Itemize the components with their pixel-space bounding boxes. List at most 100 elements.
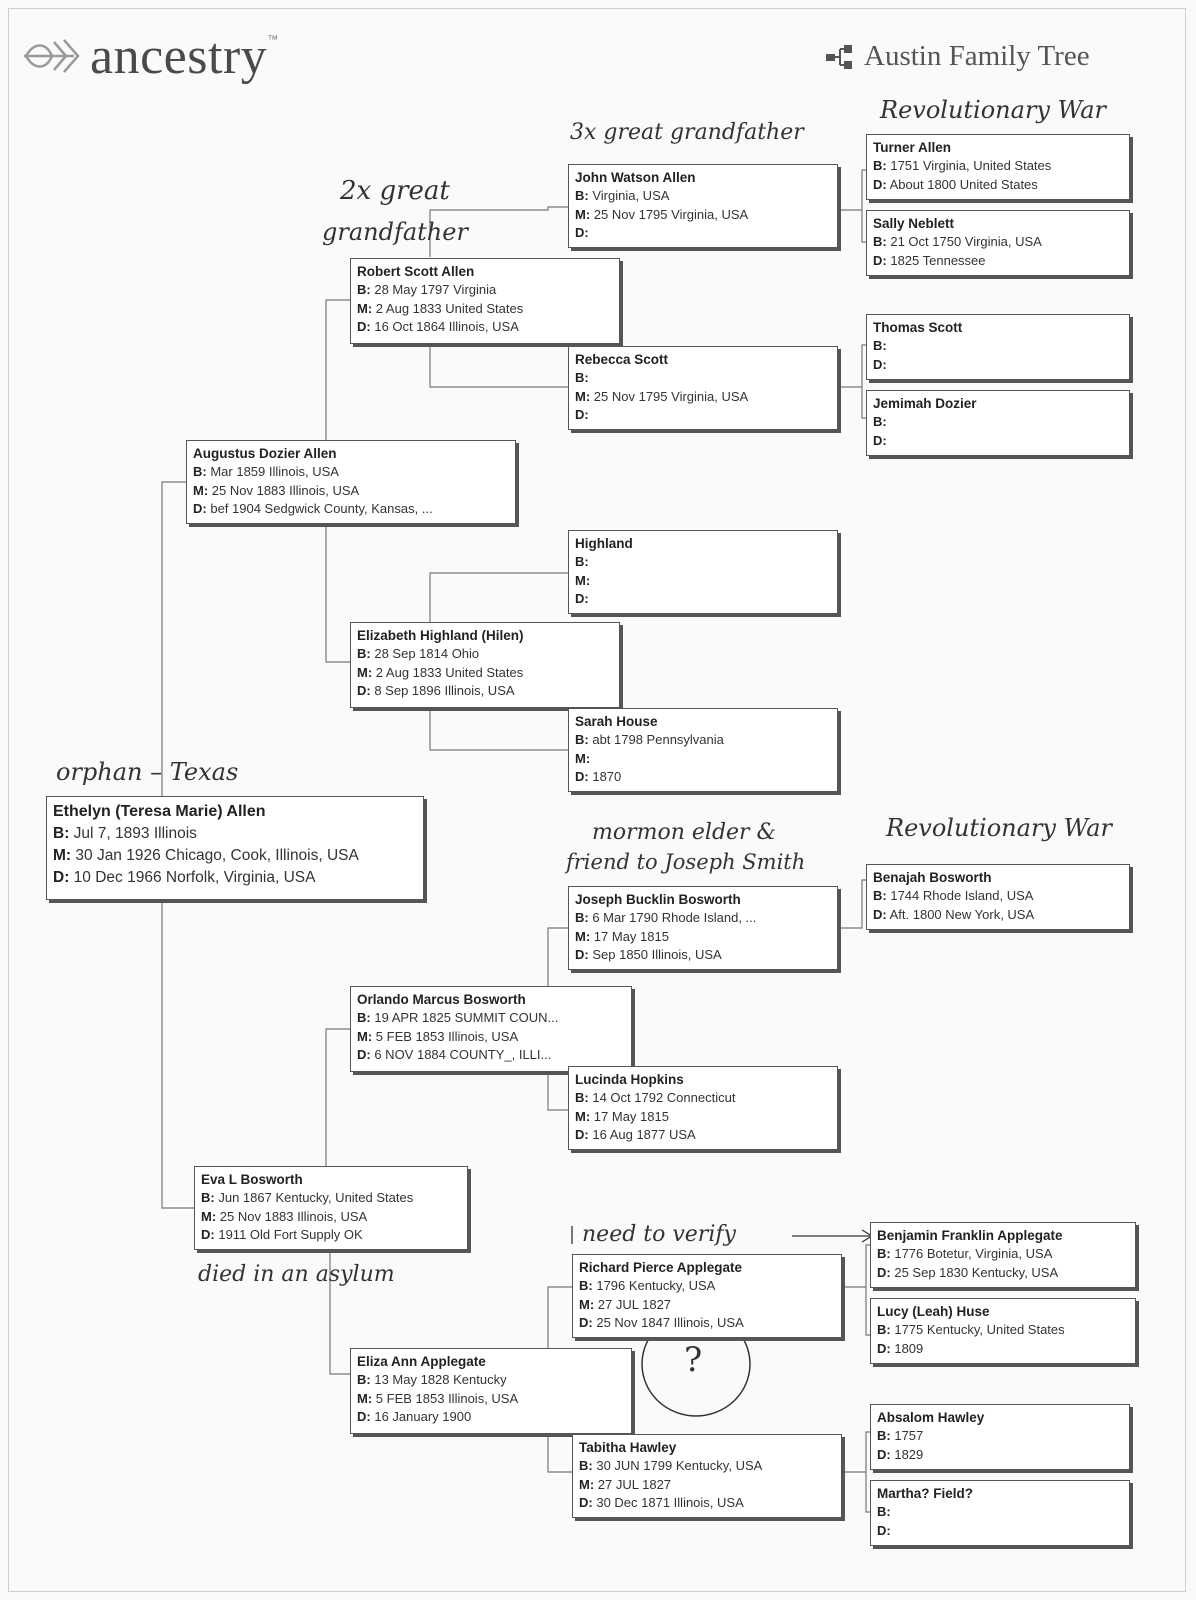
person-name: Ethelyn (Teresa Marie) Allen bbox=[53, 803, 266, 820]
birth-value: 14 Oct 1792 Connecticut bbox=[592, 1090, 736, 1105]
death-value: Aft. 1800 New York, USA bbox=[889, 906, 1035, 922]
death-value: 16 January 1900 bbox=[374, 1409, 472, 1424]
person-card-eva[interactable]: Eva L Bosworth B: Jun 1867 Kentucky, Uni… bbox=[194, 1166, 468, 1250]
birth-value: 13 May 1828 Kentucky bbox=[374, 1372, 507, 1387]
ancestry-logo: ancestry ™ bbox=[22, 26, 278, 86]
person-card-ethelyn[interactable]: Ethelyn (Teresa Marie) Allen B: Jul 7, 1… bbox=[46, 796, 424, 900]
person-card-benajah[interactable]: Benajah Bosworth B: 1744 Rhode Island, U… bbox=[866, 864, 1130, 930]
marriage-value: 17 May 1815 bbox=[593, 928, 669, 944]
death-value: 30 Dec 1871 Illinois, USA bbox=[596, 1495, 744, 1510]
note-revolutionary-war-top: Revolutionary War bbox=[880, 96, 1106, 124]
person-card-highland[interactable]: Highland B: M: D: bbox=[568, 530, 838, 614]
leaf-icon bbox=[24, 39, 80, 73]
birth-value: 28 Sep 1814 Ohio bbox=[374, 646, 480, 661]
death-value: 16 Aug 1877 USA bbox=[592, 1127, 696, 1142]
birth-value: 28 May 1797 Virginia bbox=[374, 282, 497, 297]
person-name: John Watson Allen bbox=[575, 170, 696, 185]
birth-value: 21 Oct 1750 Virginia, USA bbox=[890, 234, 1042, 249]
death-value: bef 1904 Sedgwick County, Kansas, ... bbox=[210, 501, 433, 516]
marriage-value: 2 Aug 1833 United States bbox=[375, 300, 524, 316]
person-card-sarah[interactable]: Sarah House B: abt 1798 Pennsylvania M: … bbox=[568, 708, 838, 792]
note-question-mark: ? bbox=[684, 1340, 703, 1380]
marriage-value: 17 May 1815 bbox=[593, 1108, 669, 1124]
person-name: Sally Neblett bbox=[873, 216, 955, 231]
marriage-value: 2 Aug 1833 United States bbox=[375, 664, 524, 680]
person-name: Martha? Field? bbox=[877, 1486, 974, 1501]
logo-text: ancestry bbox=[90, 27, 268, 85]
death-value: Sep 1850 Illinois, USA bbox=[592, 947, 722, 962]
birth-value: 19 APR 1825 SUMMIT COUN... bbox=[374, 1010, 559, 1025]
person-card-lucy[interactable]: Lucy (Leah) Huse B: 1775 Kentucky, Unite… bbox=[870, 1298, 1136, 1364]
person-name: Richard Pierce Applegate bbox=[579, 1260, 743, 1275]
person-card-augustus[interactable]: Augustus Dozier Allen B: Mar 1859 Illino… bbox=[186, 440, 516, 524]
person-card-john[interactable]: John Watson Allen B: Virginia, USA M: 25… bbox=[568, 164, 838, 248]
person-name: Eliza Ann Applegate bbox=[357, 1354, 486, 1369]
person-name: Thomas Scott bbox=[873, 320, 963, 335]
birth-value: Mar 1859 Illinois, USA bbox=[210, 464, 339, 479]
birth-value: abt 1798 Pennsylvania bbox=[592, 732, 724, 747]
person-card-thomas[interactable]: Thomas Scott B: D: bbox=[866, 314, 1130, 380]
birth-value: 30 JUN 1799 Kentucky, USA bbox=[596, 1458, 763, 1473]
marriage-value: 5 FEB 1853 Illinois, USA bbox=[375, 1390, 519, 1406]
person-card-robert[interactable]: Robert Scott Allen B: 28 May 1797 Virgin… bbox=[350, 258, 620, 344]
death-value: 6 NOV 1884 COUNTY_, ILLI... bbox=[374, 1047, 552, 1062]
person-card-elizabeth[interactable]: Elizabeth Highland (Hilen) B: 28 Sep 181… bbox=[350, 622, 620, 708]
birth-value: 1776 Botetur, Virginia, USA bbox=[894, 1246, 1053, 1261]
birth-value: Virginia, USA bbox=[592, 188, 670, 203]
person-name: Robert Scott Allen bbox=[357, 264, 475, 279]
person-card-absalom[interactable]: Absalom Hawley B: 1757 D: 1829 bbox=[870, 1404, 1130, 1470]
person-name: Eva L Bosworth bbox=[201, 1172, 303, 1187]
person-name: Jemimah Dozier bbox=[873, 396, 977, 411]
note-2x-great-line2: grandfather bbox=[322, 218, 468, 246]
birth-value: 1751 Virginia, United States bbox=[890, 158, 1052, 173]
person-name: Sarah House bbox=[575, 714, 658, 729]
person-card-sally[interactable]: Sally Neblett B: 21 Oct 1750 Virginia, U… bbox=[866, 210, 1130, 276]
birth-value: 6 Mar 1790 Rhode Island, ... bbox=[592, 910, 757, 925]
person-card-lucinda[interactable]: Lucinda Hopkins B: 14 Oct 1792 Connectic… bbox=[568, 1066, 838, 1150]
person-name: Rebecca Scott bbox=[575, 352, 669, 367]
birth-value: Jun 1867 Kentucky, United States bbox=[218, 1190, 414, 1205]
marriage-value: 27 JUL 1827 bbox=[597, 1476, 672, 1492]
birth-value: 1796 Kentucky, USA bbox=[596, 1278, 716, 1293]
death-value: 25 Sep 1830 Kentucky, USA bbox=[894, 1264, 1059, 1280]
marriage-value: 25 Nov 1795 Virginia, USA bbox=[593, 206, 749, 222]
person-card-tabitha[interactable]: Tabitha Hawley B: 30 JUN 1799 Kentucky, … bbox=[572, 1434, 842, 1518]
person-card-eliza[interactable]: Eliza Ann Applegate B: 13 May 1828 Kentu… bbox=[350, 1348, 632, 1434]
note-3x-great-grandfather: 3x great grandfather bbox=[570, 120, 804, 145]
note-orphan-texas: orphan – Texas bbox=[56, 758, 239, 786]
logo-trademark: ™ bbox=[267, 34, 279, 46]
person-card-martha[interactable]: Martha? Field? B: D: bbox=[870, 1480, 1130, 1546]
person-name: Benajah Bosworth bbox=[873, 870, 992, 885]
death-value: 25 Nov 1847 Illinois, USA bbox=[596, 1315, 744, 1330]
person-card-richard[interactable]: Richard Pierce Applegate B: 1796 Kentuck… bbox=[572, 1254, 842, 1338]
person-name: Turner Allen bbox=[873, 140, 952, 155]
death-value: 1825 Tennessee bbox=[890, 252, 986, 268]
birth-value: 1744 Rhode Island, USA bbox=[890, 888, 1034, 903]
person-card-turner[interactable]: Turner Allen B: 1751 Virginia, United St… bbox=[866, 134, 1130, 200]
death-value: 10 Dec 1966 Norfolk, Virginia, USA bbox=[73, 869, 316, 886]
marriage-value: 25 Nov 1883 Illinois, USA bbox=[219, 1208, 368, 1224]
person-card-orlando[interactable]: Orlando Marcus Bosworth B: 19 APR 1825 S… bbox=[350, 986, 632, 1072]
person-name: Lucinda Hopkins bbox=[575, 1072, 684, 1087]
birth-value: 1775 Kentucky, United States bbox=[894, 1322, 1065, 1337]
person-name: Orlando Marcus Bosworth bbox=[357, 992, 526, 1007]
note-need-to-verify: need to verify bbox=[582, 1222, 736, 1247]
person-name: Lucy (Leah) Huse bbox=[877, 1304, 990, 1319]
person-name: Joseph Bucklin Bosworth bbox=[575, 892, 741, 907]
person-name: Absalom Hawley bbox=[877, 1410, 985, 1425]
marriage-value: 25 Nov 1883 Illinois, USA bbox=[211, 482, 360, 498]
person-card-rebecca[interactable]: Rebecca Scott B: M: 25 Nov 1795 Virginia… bbox=[568, 346, 838, 430]
person-card-jemimah[interactable]: Jemimah Dozier B: D: bbox=[866, 390, 1130, 456]
death-value: 1870 bbox=[592, 769, 622, 784]
tree-title-text: Austin Family Tree bbox=[864, 40, 1090, 72]
person-name: Tabitha Hawley bbox=[579, 1440, 677, 1455]
note-mormon-line2: friend to Joseph Smith bbox=[566, 850, 806, 874]
person-name: Benjamin Franklin Applegate bbox=[877, 1228, 1063, 1243]
marriage-value: 30 Jan 1926 Chicago, Cook, Illinois, USA bbox=[75, 847, 359, 864]
birth-value: Jul 7, 1893 Illinois bbox=[73, 825, 197, 842]
person-card-benjamin[interactable]: Benjamin Franklin Applegate B: 1776 Bote… bbox=[870, 1222, 1136, 1288]
person-card-joseph[interactable]: Joseph Bucklin Bosworth B: 6 Mar 1790 Rh… bbox=[568, 886, 838, 970]
birth-value: 1757 bbox=[894, 1428, 924, 1443]
person-name: Augustus Dozier Allen bbox=[193, 446, 337, 461]
marriage-value: 25 Nov 1795 Virginia, USA bbox=[593, 388, 749, 404]
